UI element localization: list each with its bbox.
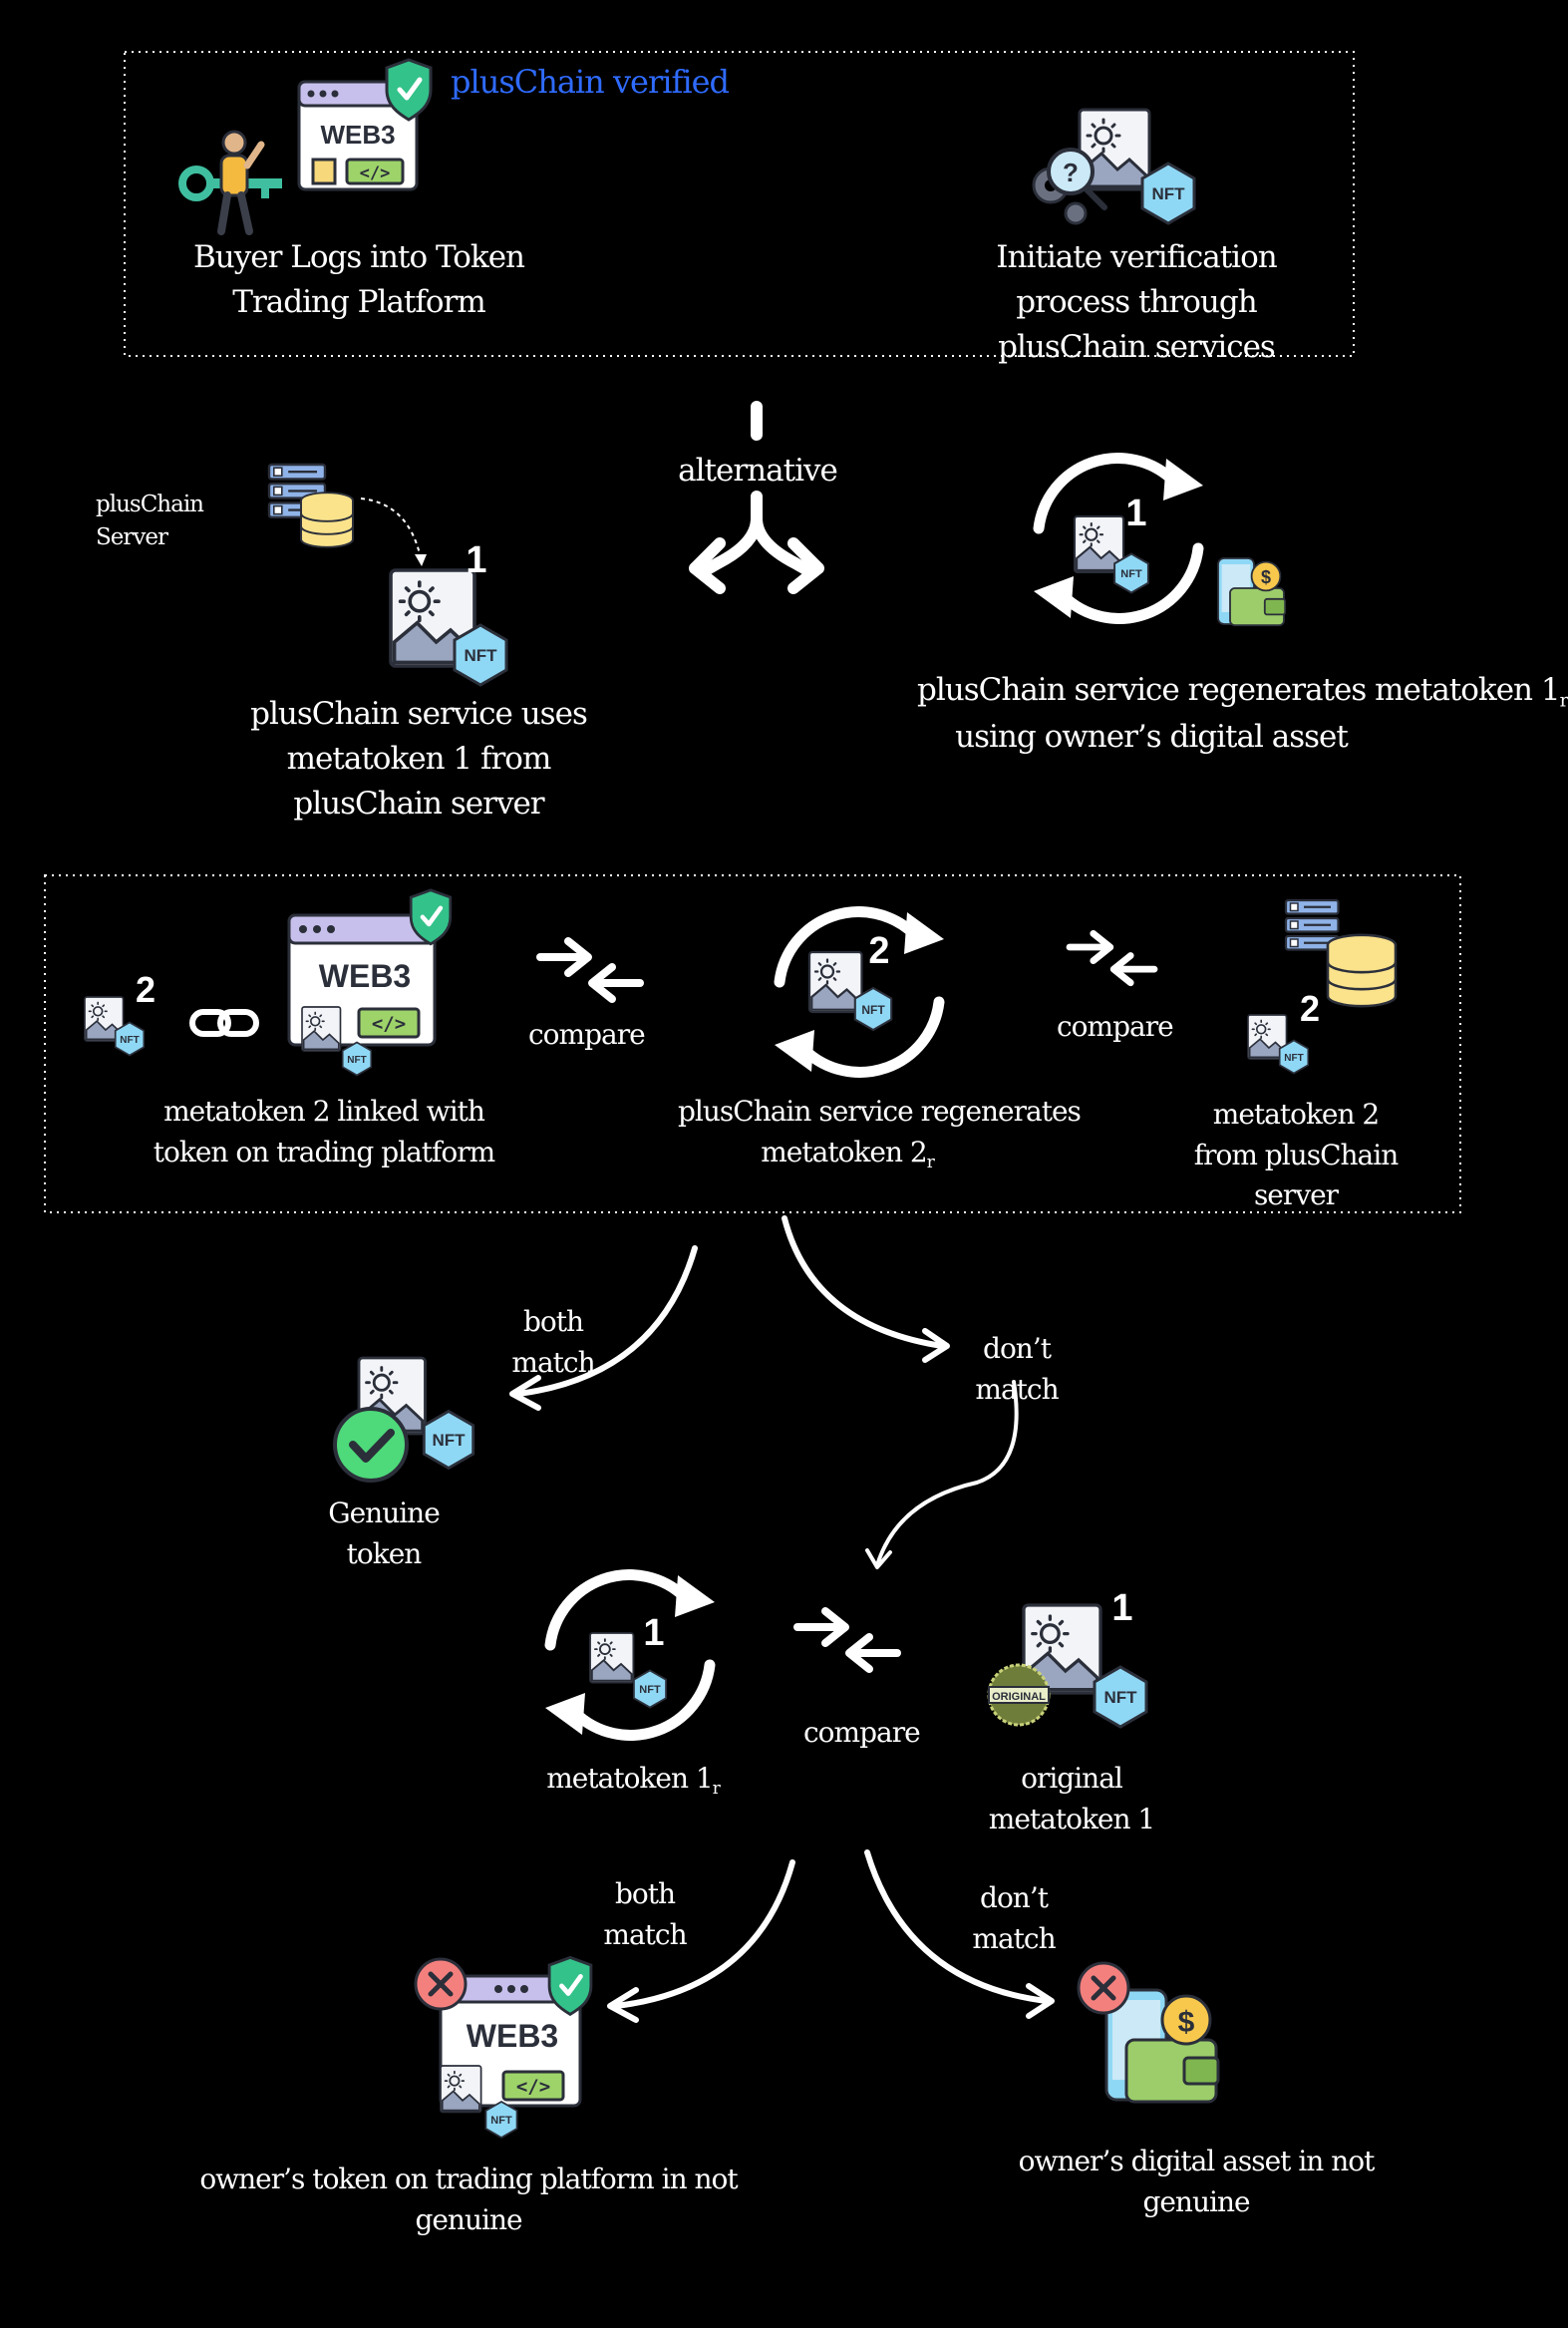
linked-metatoken-2-icon: NFT 2 <box>84 969 156 1057</box>
svg-text:WEB3: WEB3 <box>319 958 411 994</box>
verified-badge-text: plusChain verified <box>451 63 730 101</box>
step3-right-label: metatoken 2 from plusChain server <box>1193 1098 1399 1212</box>
compare-left-label: compare <box>528 1018 646 1051</box>
svg-text:</>: </> <box>372 1013 406 1035</box>
chain-link-icon <box>189 1009 259 1037</box>
server-label: plusChain Server <box>96 492 204 551</box>
step4-both-match-label: both match <box>511 1305 595 1379</box>
svg-text:WEB3: WEB3 <box>467 2018 558 2054</box>
step3-center-number: 2 <box>868 930 889 972</box>
svg-text:NFT: NFT <box>464 646 497 665</box>
buyer-login-icon: WEB3 </> <box>178 60 431 235</box>
step3-dotted-box <box>44 874 1461 1213</box>
step1-web3-text: WEB3 <box>320 120 395 150</box>
not-genuine-token-icon: WEB3 </> NFT <box>416 1957 591 2139</box>
step3-left-number: 2 <box>136 969 156 1010</box>
asset-cross-icon <box>1079 1963 1128 2013</box>
compare-right-label: compare <box>1057 1010 1174 1043</box>
step6-flow-arrows <box>607 1849 1055 2023</box>
step5-compare-label: compare <box>803 1716 921 1749</box>
compare-arrows-step5 <box>797 1611 897 1669</box>
metatoken-1-icon: NFT 1 <box>389 539 508 687</box>
svg-text:NFT: NFT <box>861 1003 885 1017</box>
original-metatoken-1-icon: NFT ORIGINAL 1 <box>987 1587 1148 1729</box>
svg-text:NFT: NFT <box>490 2115 512 2127</box>
step5-left-number: 1 <box>643 1612 664 1654</box>
svg-text:NFT: NFT <box>120 1035 139 1046</box>
step3-left-label: metatoken 2 linked with token on trading… <box>153 1095 495 1168</box>
step5-left-label: metatoken 1r <box>546 1762 721 1798</box>
verify-process-label: Initiate verification process through pl… <box>996 239 1277 365</box>
diagram-canvas: WEB3 </> plusChain verified ? NFT NFT 1 <box>44 51 1461 2139</box>
alternative-label: alternative <box>678 453 838 489</box>
svg-text:NFT: NFT <box>639 1684 661 1696</box>
svg-text:$: $ <box>1261 567 1271 587</box>
svg-text:NFT: NFT <box>1284 1053 1303 1064</box>
svg-text:NFT: NFT <box>1103 1688 1137 1707</box>
asset-not-genuine-label: owner’s digital asset in not genuine <box>1018 2145 1376 2218</box>
genuine-token-icon: NFT <box>333 1356 475 1483</box>
svg-text:</>: </> <box>360 164 391 183</box>
step3-center-label: plusChain service regenerates metatoken … <box>678 1095 1082 1171</box>
svg-text:?: ? <box>1063 158 1079 187</box>
step2-left-number: 1 <box>466 539 486 581</box>
svg-text:</>: </> <box>516 2076 550 2098</box>
trading-platform-web3-icon: WEB3 </> NFT <box>287 890 451 1077</box>
svg-text:NFT: NFT <box>1151 184 1185 203</box>
regenerate-metatoken-2-icon: NFT 2 <box>775 912 944 1073</box>
compare-arrows-left <box>540 941 640 999</box>
step6-dont-match-label: don’t match <box>972 1881 1056 1955</box>
step4-dont-match-label: don’t match <box>975 1332 1059 1406</box>
server-db-icon <box>267 463 427 566</box>
svg-text:$: $ <box>1178 2006 1195 2039</box>
genuine-token-label: Genuine token <box>328 1497 441 1570</box>
not-genuine-asset-icon: $ <box>1079 1963 1220 2104</box>
step6-both-match-label: both match <box>603 1877 687 1951</box>
step1-dotted-box <box>124 51 1355 357</box>
buyer-login-label: Buyer Logs into Token Trading Platform <box>192 239 525 320</box>
server-metatoken-2-icon: NFT 2 <box>1247 898 1398 1075</box>
regenerate-metatoken-1-icon: NFT 1 <box>1034 459 1203 619</box>
step2-right-label: plusChain service regenerates metatoken … <box>917 672 1568 756</box>
svg-text:ORIGINAL: ORIGINAL <box>992 1691 1046 1703</box>
regenerated-metatoken-1r-icon: NFT 1 <box>545 1575 715 1736</box>
step2-right-number: 1 <box>1125 493 1146 534</box>
compare-arrows-right <box>1070 933 1154 982</box>
step5-right-number: 1 <box>1111 1587 1132 1629</box>
token-cross-icon <box>416 1959 466 2009</box>
check-icon <box>333 1407 409 1483</box>
alternative-fork-arrow <box>689 401 824 594</box>
step5-right-label: original metatoken 1 <box>988 1762 1155 1835</box>
token-not-genuine-label: owner’s token on trading platform in not… <box>199 2162 738 2236</box>
svg-text:NFT: NFT <box>347 1055 366 1066</box>
step3-right-number: 2 <box>1300 988 1320 1029</box>
step2-left-label: plusChain service uses metatoken 1 from … <box>250 696 588 822</box>
verification-search-icon: ? NFT <box>1032 108 1196 225</box>
step4-flow-arrows <box>509 1215 1019 1569</box>
svg-text:NFT: NFT <box>1120 568 1142 580</box>
owner-wallet-icon: $ <box>1217 557 1287 627</box>
svg-text:NFT: NFT <box>432 1431 466 1450</box>
